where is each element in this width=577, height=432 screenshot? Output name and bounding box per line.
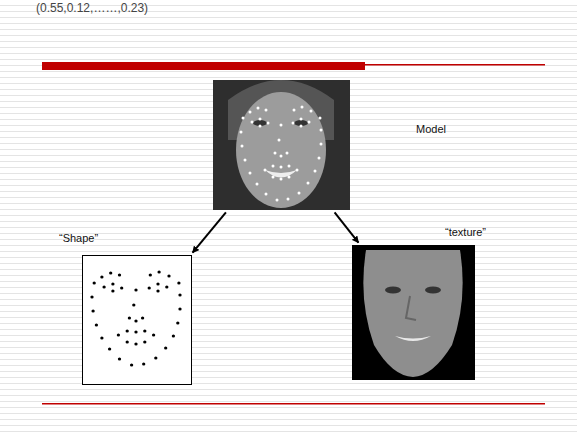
arrow-connector bbox=[193, 212, 226, 252]
model-photo: Model bbox=[213, 80, 350, 210]
vector-text: (0.55,0.12,……,0.23) bbox=[36, 1, 148, 15]
arrow-connector bbox=[335, 212, 359, 242]
node-label: “Shape” bbox=[59, 232, 98, 244]
texture-image: “texture” bbox=[352, 245, 475, 380]
shape-box: “Shape” bbox=[82, 255, 192, 385]
node-label: Model bbox=[416, 123, 446, 135]
node-label: “texture” bbox=[445, 226, 486, 238]
